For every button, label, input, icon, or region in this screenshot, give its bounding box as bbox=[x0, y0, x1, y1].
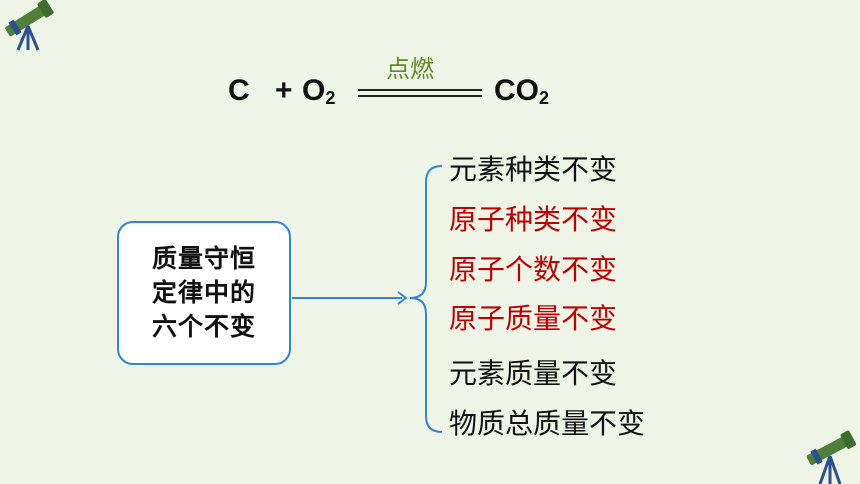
topic-line: 六个不变 bbox=[151, 312, 256, 341]
oxygen-subscript: 2 bbox=[325, 88, 336, 108]
list-item: 原子质量不变 bbox=[449, 302, 618, 335]
list-item: 元素种类不变 bbox=[449, 153, 618, 186]
list-item: 物质总质量不变 bbox=[449, 407, 646, 440]
topic-box: 质量守恒 定律中的 六个不变 bbox=[117, 221, 291, 365]
plus-sign: + bbox=[275, 74, 293, 107]
product-co2: CO2 bbox=[494, 74, 550, 108]
telescope-icon bbox=[5, 0, 54, 51]
equation-line-top bbox=[358, 89, 482, 91]
product-symbol: CO bbox=[494, 74, 539, 107]
reactant-carbon: C bbox=[228, 74, 250, 107]
list-item: 原子个数不变 bbox=[449, 253, 618, 286]
topic-text: 质量守恒 定律中的 六个不变 bbox=[152, 242, 256, 344]
curly-brace bbox=[409, 165, 443, 433]
reactant-oxygen: O2 bbox=[302, 74, 336, 108]
oxygen-symbol: O bbox=[302, 74, 326, 107]
topic-line: 质量守恒 bbox=[151, 244, 256, 273]
telescope-icon bbox=[806, 430, 857, 484]
product-subscript: 2 bbox=[539, 88, 550, 108]
reaction-condition: 点燃 bbox=[386, 55, 434, 83]
equation-line-bottom bbox=[358, 95, 482, 97]
connector-arrowhead bbox=[397, 291, 408, 305]
topic-line: 定律中的 bbox=[151, 278, 256, 307]
list-item: 元素质量不变 bbox=[449, 357, 618, 390]
list-item: 原子种类不变 bbox=[449, 203, 618, 236]
connector-brace bbox=[292, 165, 443, 433]
